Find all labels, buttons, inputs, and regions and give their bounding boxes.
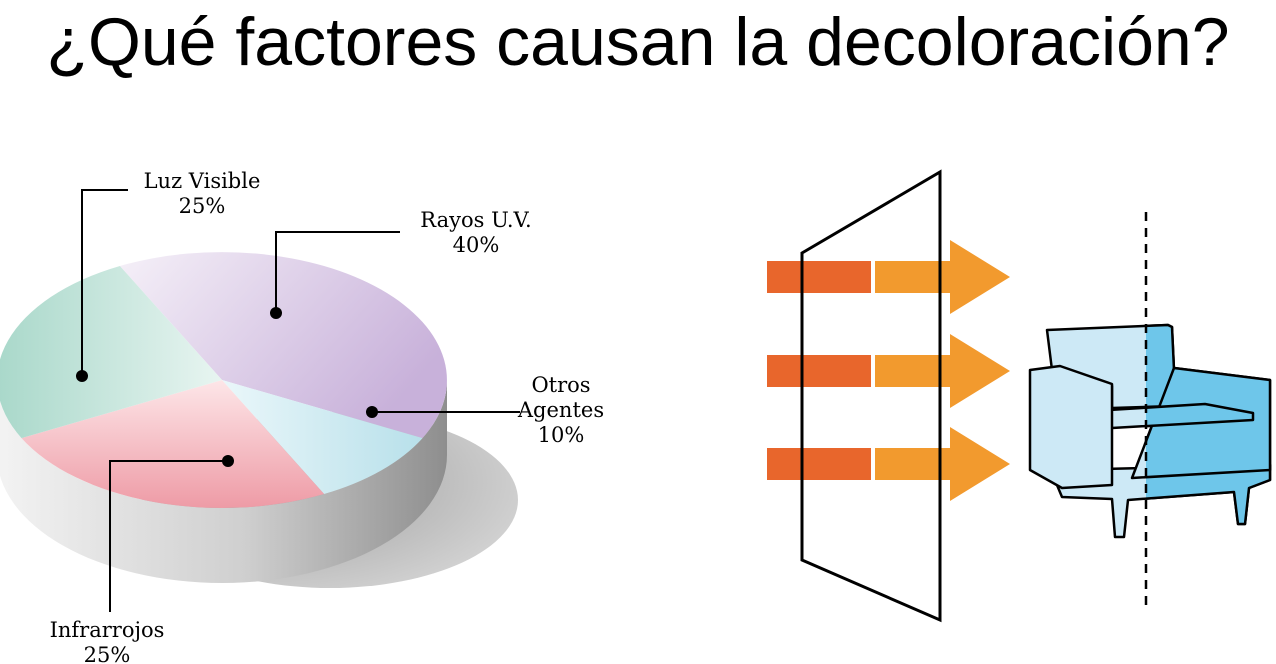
pie-slice	[21, 380, 325, 508]
slice-value: 25%	[84, 643, 131, 664]
leader-dot	[76, 370, 88, 382]
pie-side	[0, 380, 447, 583]
slice-value: 25%	[179, 194, 226, 218]
leader-dot	[366, 406, 378, 418]
leader-line	[109, 460, 228, 612]
armchair-icon	[1028, 212, 1272, 610]
slice-value: 10%	[538, 423, 585, 447]
pie-slice	[222, 380, 423, 494]
pie-slice	[0, 266, 222, 439]
window-diagram	[767, 169, 1010, 623]
light-arrow-head	[875, 334, 1010, 408]
leader-dot	[270, 307, 282, 319]
leader-line	[275, 231, 400, 313]
slice-name: Otros	[531, 373, 590, 397]
slice-value: 40%	[453, 233, 500, 257]
light-arrow-stem	[767, 355, 871, 387]
slice-name: Agentes	[517, 398, 604, 422]
page-title: ¿Qué factores causan la decoloración?	[46, 4, 1230, 80]
slice-label: Rayos U.V.40%	[420, 208, 531, 257]
slice-name: Luz Visible	[144, 169, 261, 193]
light-arrow-stem	[767, 448, 871, 480]
window-pane	[800, 169, 942, 623]
light-arrow-head	[875, 427, 1010, 501]
slice-name: Rayos U.V.	[420, 208, 531, 232]
light-arrow-head	[875, 240, 1010, 314]
leader-dot	[222, 455, 234, 467]
leader-line	[81, 189, 128, 376]
pie-slice	[119, 252, 447, 439]
slice-name: Infrarrojos	[50, 618, 165, 642]
light-arrow-stem	[767, 261, 871, 293]
